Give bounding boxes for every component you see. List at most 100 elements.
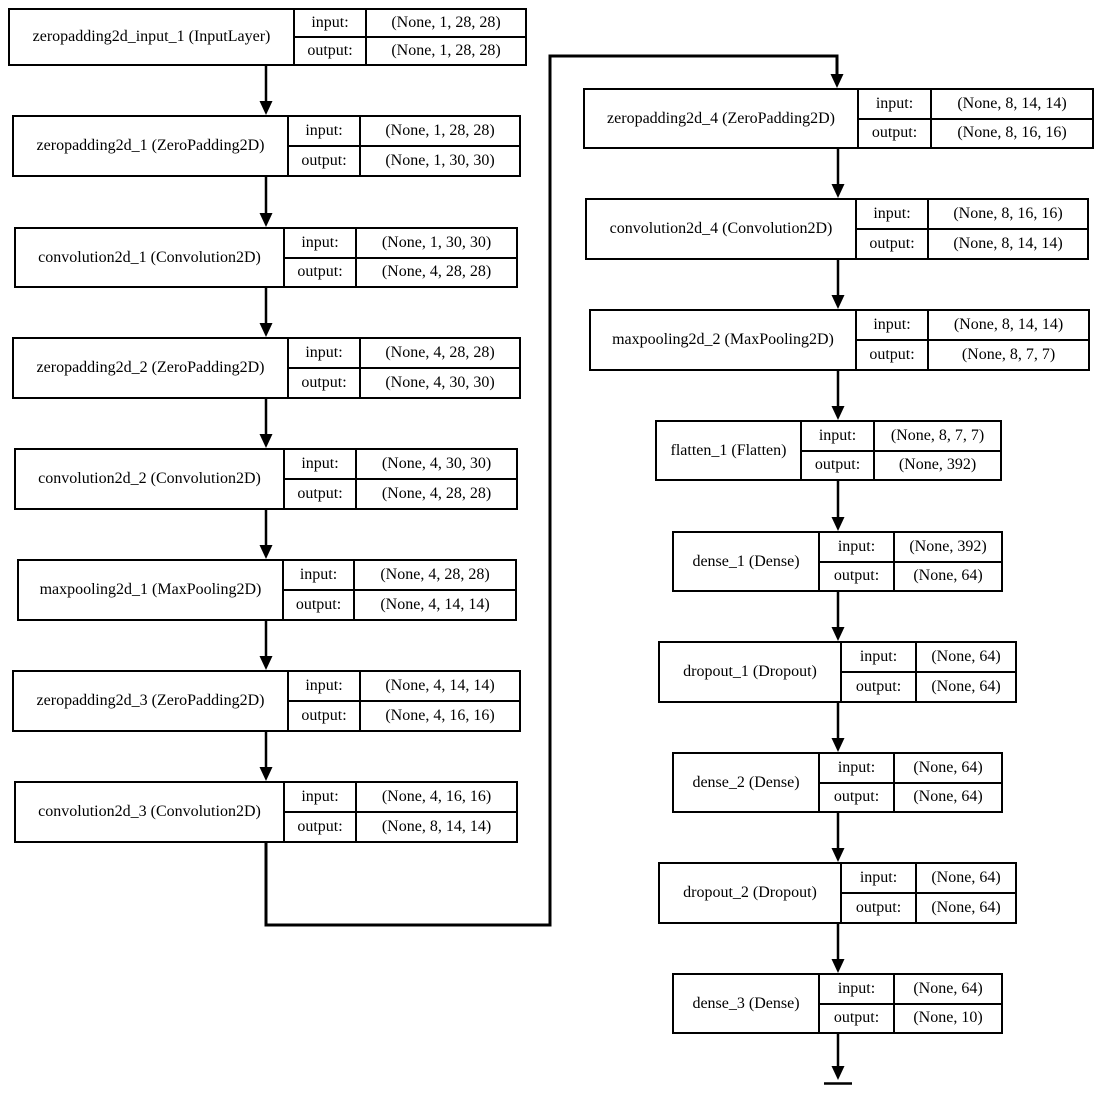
arrowhead-down-icon: [259, 323, 273, 337]
output-shape: (None, 4, 14, 14): [380, 596, 490, 613]
input-key: input:: [857, 200, 929, 228]
node-dense-2: dense_2 (Dense) input: (None, 64) output…: [672, 752, 1003, 813]
input-key: input:: [842, 643, 917, 671]
layer-label: convolution2d_2 (Convolution2D): [16, 450, 285, 508]
layer-label: convolution2d_3 (Convolution2D): [16, 783, 285, 841]
input-shape: (None, 64): [931, 648, 1001, 665]
input-key: input:: [820, 975, 895, 1003]
input-key: input:: [285, 229, 357, 257]
input-key: input:: [289, 339, 361, 367]
input-key: input:: [859, 90, 932, 118]
layer-label: dropout_1 (Dropout): [660, 643, 842, 701]
input-shape: (None, 8, 14, 14): [953, 316, 1064, 333]
output-shape: (None, 8, 7, 7): [961, 346, 1056, 363]
arrowhead-down-icon: [831, 738, 845, 752]
input-shape: (None, 8, 7, 7): [890, 426, 985, 444]
layer-label: zeropadding2d_3 (ZeroPadding2D): [14, 672, 289, 730]
input-shape: (None, 4, 28, 28): [380, 566, 490, 583]
input-shape: (None, 1, 30, 30): [381, 233, 492, 251]
node-convolution2d-3: convolution2d_3 (Convolution2D) input: (…: [14, 781, 518, 843]
layer-label: zeropadding2d_4 (ZeroPadding2D): [585, 90, 859, 147]
output-shape: (None, 8, 16, 16): [957, 124, 1067, 142]
input-shape: (None, 4, 16, 16): [381, 788, 492, 805]
input-shape: (None, 8, 14, 14): [957, 94, 1067, 112]
layer-label: convolution2d_1 (Convolution2D): [16, 229, 285, 286]
output-key: output:: [820, 1004, 895, 1032]
input-key: input:: [285, 450, 357, 478]
output-shape: (None, 64): [913, 567, 983, 585]
layer-label: maxpooling2d_1 (MaxPooling2D): [19, 561, 284, 619]
output-key: output:: [284, 591, 355, 619]
layer-label: dense_2 (Dense): [674, 754, 820, 811]
layer-label: maxpooling2d_2 (MaxPooling2D): [591, 311, 857, 369]
output-shape: (None, 64): [913, 788, 983, 806]
input-key: input:: [857, 311, 929, 339]
input-shape: (None, 4, 14, 14): [385, 677, 495, 694]
input-shape: (None, 1, 28, 28): [385, 122, 495, 139]
output-key: output:: [857, 341, 929, 369]
output-key: output:: [842, 673, 917, 701]
arrowhead-down-icon: [259, 656, 273, 670]
input-shape: (None, 8, 16, 16): [953, 205, 1063, 222]
input-key: input:: [289, 672, 361, 700]
output-shape: (None, 10): [913, 1009, 983, 1027]
input-shape: (None, 4, 28, 28): [385, 344, 495, 361]
input-shape: (None, 4, 30, 30): [381, 455, 492, 472]
node-flatten-1: flatten_1 (Flatten) input: (None, 8, 7, …: [655, 420, 1002, 481]
output-key: output:: [802, 451, 875, 479]
node-zeropadding2d-1: zeropadding2d_1 (ZeroPadding2D) input: (…: [12, 115, 521, 177]
input-key: input:: [289, 117, 361, 145]
layer-label: dropout_2 (Dropout): [660, 864, 842, 922]
output-key: output:: [285, 813, 357, 841]
output-shape: (None, 4, 30, 30): [385, 374, 495, 391]
input-key: input:: [802, 422, 875, 450]
output-key: output:: [820, 562, 895, 590]
layer-label: zeropadding2d_input_1 (InputLayer): [10, 10, 295, 64]
input-key: input:: [284, 561, 355, 589]
node-maxpooling2d-1: maxpooling2d_1 (MaxPooling2D) input: (No…: [17, 559, 517, 621]
input-key: input:: [285, 783, 357, 811]
arrowhead-down-icon: [831, 848, 845, 862]
output-shape: (None, 4, 16, 16): [385, 707, 495, 724]
arrowhead-down-icon: [259, 767, 273, 781]
node-convolution2d-1: convolution2d_1 (Convolution2D) input: (…: [14, 227, 518, 288]
layer-label: flatten_1 (Flatten): [657, 422, 802, 479]
output-key: output:: [289, 702, 361, 730]
node-convolution2d-4: convolution2d_4 (Convolution2D) input: (…: [585, 198, 1089, 260]
output-shape: (None, 64): [931, 678, 1001, 695]
node-maxpooling2d-2: maxpooling2d_2 (MaxPooling2D) input: (No…: [589, 309, 1090, 371]
output-shape: (None, 392): [898, 456, 977, 474]
output-key: output:: [842, 894, 917, 922]
arrowhead-down-icon: [831, 517, 845, 531]
output-shape: (None, 4, 28, 28): [381, 263, 492, 281]
layer-label: zeropadding2d_1 (ZeroPadding2D): [14, 117, 289, 175]
output-key: output:: [820, 783, 895, 811]
layer-label: dense_3 (Dense): [674, 975, 820, 1032]
node-zeropadding2d-2: zeropadding2d_2 (ZeroPadding2D) input: (…: [12, 337, 521, 399]
arrowhead-down-icon: [259, 213, 273, 227]
input-shape: (None, 392): [909, 537, 987, 555]
input-key: input:: [295, 10, 367, 36]
layer-label: dense_1 (Dense): [674, 533, 820, 590]
input-shape: (None, 64): [913, 758, 983, 776]
output-shape: (None, 1, 30, 30): [385, 152, 495, 169]
node-zeropadding2d-3: zeropadding2d_3 (ZeroPadding2D) input: (…: [12, 670, 521, 732]
input-key: input:: [820, 533, 895, 561]
output-key: output:: [289, 147, 361, 175]
arrowhead-down-icon: [831, 406, 845, 420]
output-key: output:: [289, 369, 361, 397]
arrowhead-down-icon: [259, 101, 273, 115]
node-dense-1: dense_1 (Dense) input: (None, 392) outpu…: [672, 531, 1003, 592]
node-convolution2d-2: convolution2d_2 (Convolution2D) input: (…: [14, 448, 518, 510]
layer-label: convolution2d_4 (Convolution2D): [587, 200, 857, 258]
node-dropout-1: dropout_1 (Dropout) input: (None, 64) ou…: [658, 641, 1017, 703]
output-shape: (None, 64): [931, 899, 1001, 916]
output-key: output:: [285, 480, 357, 508]
output-key: output:: [859, 119, 932, 147]
output-key: output:: [857, 230, 929, 258]
node-dropout-2: dropout_2 (Dropout) input: (None, 64) ou…: [658, 862, 1017, 924]
output-key: output:: [295, 38, 367, 64]
output-key: output:: [285, 258, 357, 286]
output-shape: (None, 8, 14, 14): [953, 235, 1063, 252]
